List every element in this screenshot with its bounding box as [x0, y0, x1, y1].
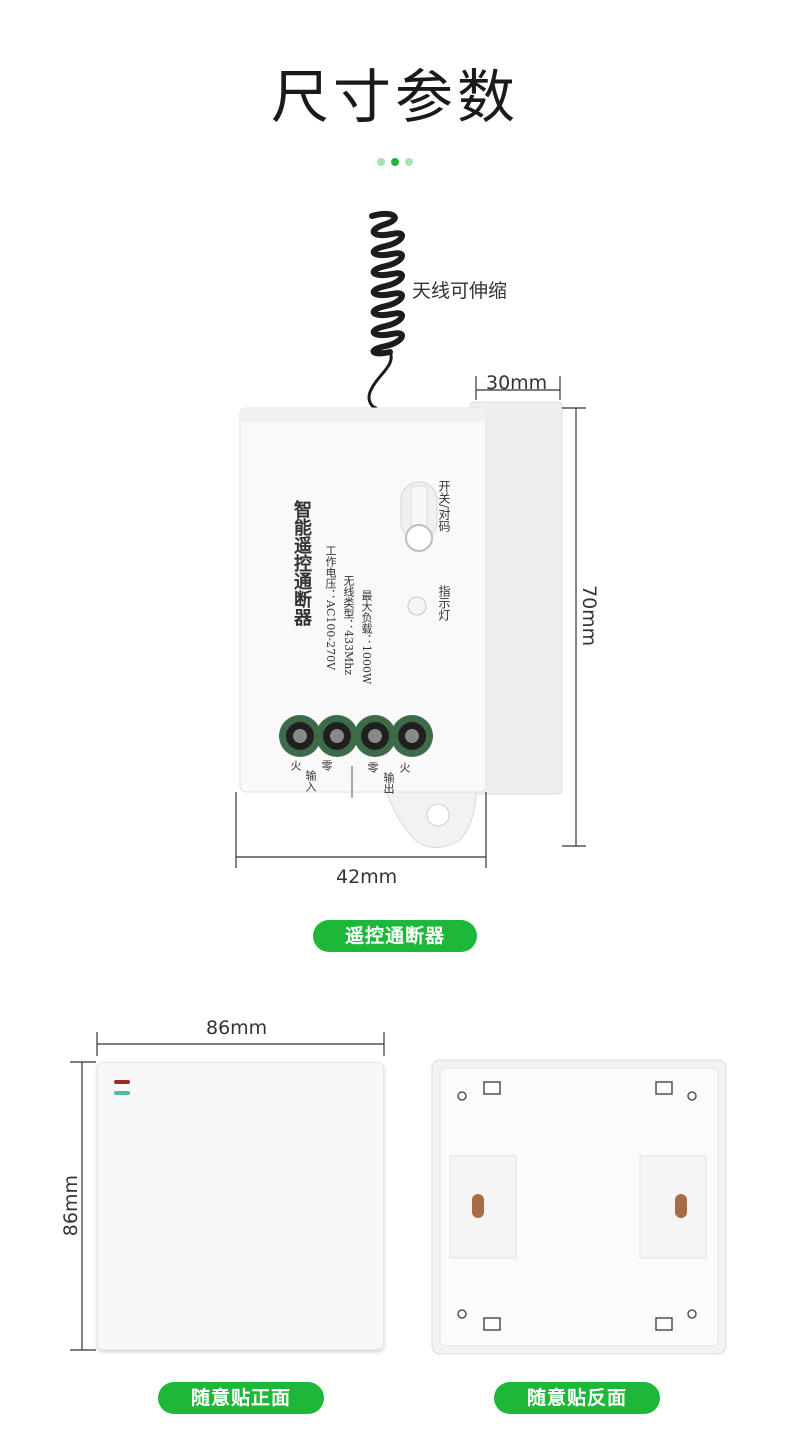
antenna-label: 天线可伸缩: [412, 280, 508, 302]
spec-wireless: 无线类型：433Mhz: [342, 575, 355, 676]
indicator-label: 指示灯: [437, 585, 451, 621]
led-red: [114, 1080, 130, 1084]
terminal-zero-in: 零: [320, 760, 333, 771]
dim-height: 70mm: [578, 585, 600, 647]
dim-depth: 30mm: [486, 372, 548, 394]
carousel-dot: [405, 158, 413, 166]
carousel-dot-active: [391, 158, 399, 166]
antenna-coil: [367, 210, 405, 410]
spec-load: 最大负载：1000W: [360, 590, 373, 685]
panel-dimension-lines: [70, 1032, 385, 1351]
terminal-zero-out: 零: [366, 762, 379, 773]
front-pill: 随意贴正面: [158, 1382, 324, 1414]
back-pill: 随意贴反面: [494, 1382, 660, 1414]
carousel-dot: [377, 158, 385, 166]
dim-panel-width: 86mm: [206, 1017, 268, 1039]
dim-panel-height: 86mm: [60, 1175, 82, 1237]
spec-voltage: 工作电压：AC100-270V: [324, 545, 337, 671]
terminal-fire-out: 火: [398, 762, 411, 773]
device-name: 智能遥控通断器: [291, 500, 312, 626]
switch-front-panel: [97, 1062, 384, 1350]
dim-width: 42mm: [336, 866, 398, 888]
switch-label: 开关/对码: [437, 480, 451, 533]
terminal-fire-in: 火: [289, 760, 302, 771]
output-label: 输出: [382, 772, 395, 794]
switch-back-panel: [431, 1059, 727, 1355]
page-title: 尺寸参数: [270, 63, 519, 131]
input-label: 输入: [304, 770, 317, 792]
product-pill: 遥控通断器: [313, 920, 477, 952]
led-teal: [114, 1091, 130, 1095]
terminal-screws: [279, 715, 433, 757]
device-illustration: [235, 210, 586, 868]
